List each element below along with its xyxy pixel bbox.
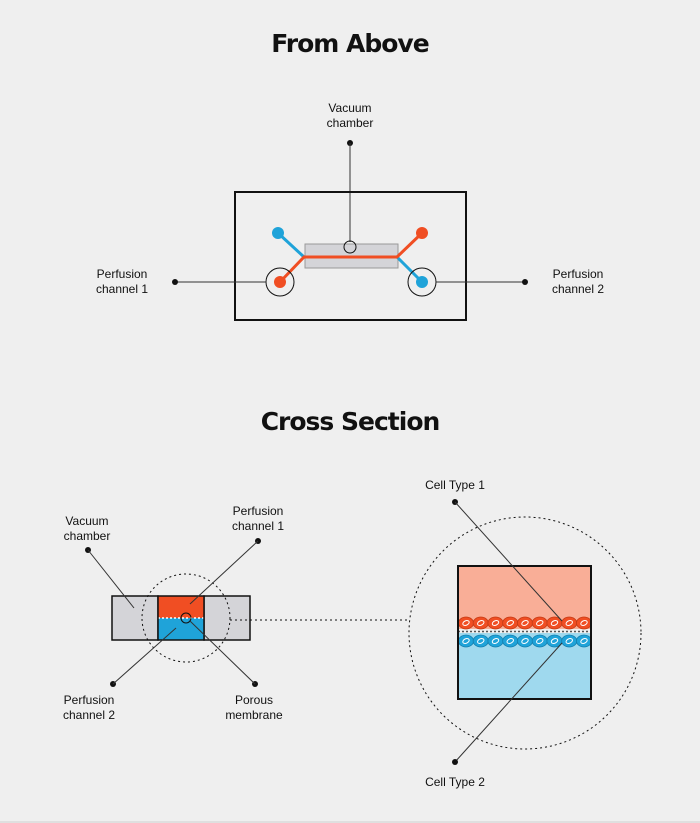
cell-type-2-label: Cell Type 2 [425, 775, 485, 789]
cell-type-1-label: Cell Type 1 [425, 478, 485, 492]
top-vacuum-label-line1: Vacuum [328, 101, 371, 115]
cell-type-1-nucleus [536, 620, 544, 626]
top-perfusion2-leader-dot [522, 279, 528, 285]
cell-type-1-cell [561, 616, 578, 630]
cs-vacuum-label-line2: chamber [64, 529, 111, 543]
cell-type-1-nucleus [506, 620, 514, 626]
cell-type-2-cell [576, 634, 593, 648]
cell-type-2-cell [531, 634, 548, 648]
cs-vacuum-label-line1: Vacuum [65, 514, 108, 528]
cs-perfusion2-label-line2: channel 2 [63, 708, 115, 722]
cell-type-2-cell [517, 634, 534, 648]
cell-type-1-cell [472, 616, 489, 630]
cell-type-2-cell [561, 634, 578, 648]
cell-type-2-nucleus [491, 638, 500, 644]
cell-type-1-nucleus [580, 620, 588, 626]
top-perfusion2-label-line2: channel 2 [552, 282, 604, 296]
cell-type-1-layer [457, 616, 593, 630]
cell-type-2-nucleus [477, 638, 485, 644]
cell-type-2-leader-line [454, 642, 563, 763]
cell-type-2-cell [487, 634, 504, 648]
cs-vacuum-left [111, 595, 159, 641]
cell-type-2-cell [472, 634, 489, 648]
cell-type-2-cell [502, 634, 519, 648]
top-blue-port-left [272, 227, 284, 239]
top-red-channel [278, 231, 424, 284]
cs-perfusion2-leader-line [112, 627, 177, 685]
cell-type-2-cell [457, 634, 474, 648]
cs-perfusion1-label-line1: Perfusion [233, 504, 284, 518]
cell-type-1-nucleus [550, 620, 559, 626]
top-red-port-left [274, 276, 286, 288]
cs-membrane-marker [180, 612, 192, 624]
cell-type-1-cell [531, 616, 548, 630]
top-perfusion1-leader-dot [172, 279, 178, 285]
cs-zoom-circle-small [141, 573, 231, 663]
top-vacuum-marker [343, 240, 357, 254]
cs-perfusion1-label-line2: channel 1 [232, 519, 284, 533]
cell-type-1-leader-line [454, 501, 563, 622]
cs-perfusion1-leader-line [189, 540, 259, 605]
cell-type-2-nucleus [580, 638, 588, 644]
cs-channel-bottom-blue [158, 618, 204, 640]
zoom-circle-large [408, 516, 642, 750]
from-above-title: From Above [271, 29, 428, 58]
top-blue-port-right [416, 276, 428, 288]
cell-type-1-cell [457, 616, 474, 630]
top-perfusion1-label-line1: Perfusion [97, 267, 148, 281]
cell-type-1-cell [487, 616, 504, 630]
zoom-frame [457, 565, 592, 700]
cs-channel-outline [157, 595, 205, 641]
top-perfusion1-label-line2: channel 1 [96, 282, 148, 296]
cell-type-1-nucleus [462, 620, 470, 626]
cs-membrane-leader-line [189, 620, 256, 685]
cell-type-1-nucleus [477, 620, 485, 626]
top-perfusion2-label-line1: Perfusion [553, 267, 604, 281]
top-red-port-right [416, 227, 428, 239]
cs-channel-top-red [158, 596, 204, 618]
cs-membrane-label-line1: Porous [235, 693, 273, 707]
cs-vacuum-leader-line [87, 549, 135, 609]
cell-type-1-nucleus [521, 620, 529, 626]
cell-type-2-nucleus [550, 638, 559, 644]
top-chip-outline [234, 191, 467, 321]
cell-type-1-nucleus [565, 620, 573, 626]
cell-type-2-leader-dot [452, 759, 458, 765]
cell-type-2-nucleus [565, 638, 573, 644]
cs-perfusion2-label-line1: Perfusion [64, 693, 115, 707]
cell-type-2-nucleus [536, 638, 544, 644]
top-vacuum-label-line2: chamber [327, 116, 374, 130]
cell-type-2-layer [457, 634, 593, 648]
cell-type-1-cell [576, 616, 593, 630]
cell-type-1-cell [517, 616, 534, 630]
cross-section-title: Cross Section [261, 407, 440, 436]
cell-type-2-nucleus [462, 638, 470, 644]
cell-type-2-nucleus [521, 638, 529, 644]
cell-type-1-cell [502, 616, 519, 630]
cell-type-2-nucleus [506, 638, 514, 644]
cell-type-1-nucleus [491, 620, 500, 626]
cs-membrane-label-line2: membrane [225, 708, 283, 722]
